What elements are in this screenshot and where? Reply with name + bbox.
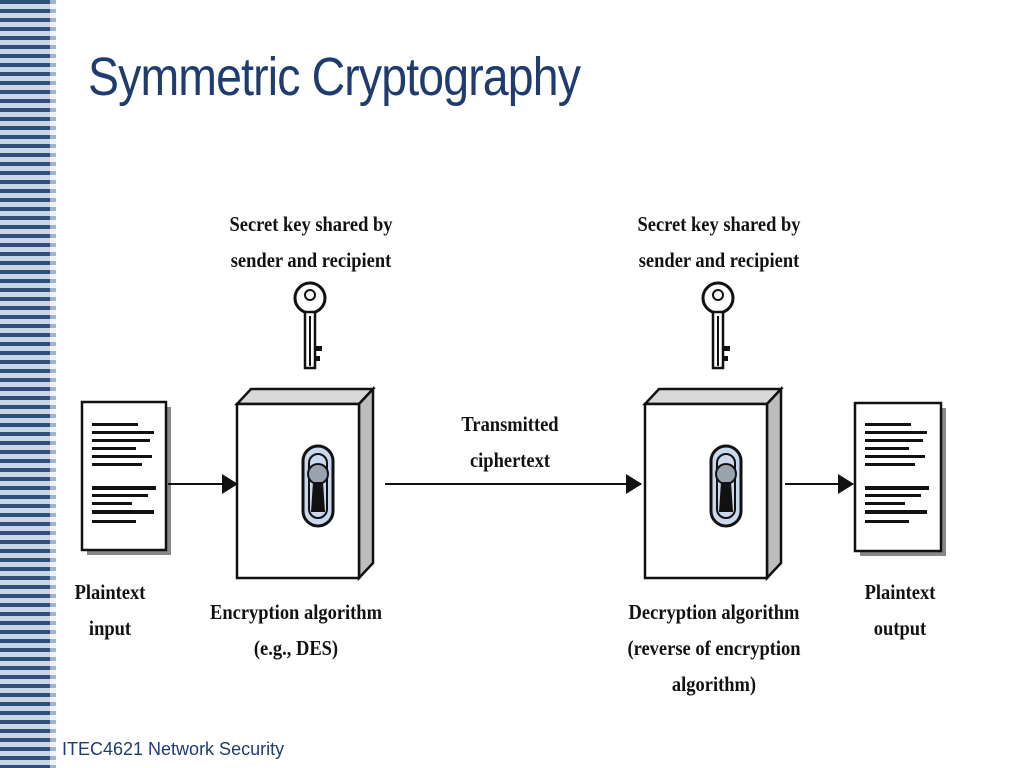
right-key-label: Secret key shared by sender and recipien… [637,212,801,272]
left-key-label: Secret key shared by sender and recipien… [229,212,393,272]
encryption-algorithm-label: Encryption algorithm (e.g., DES) [210,600,382,660]
plaintext-output-label: Plaintext output [864,580,936,640]
plaintext-input-document [80,400,171,555]
slide-title: Symmetric Cryptography [88,47,581,107]
footer-course-name: ITEC4621 Network Security [62,739,285,759]
decryption-keyhole-icon [709,444,743,528]
plaintext-input-label: Plaintext input [74,580,146,640]
left-key-icon [293,281,327,370]
encryption-keyhole-icon [301,444,335,528]
encryption-box [234,385,376,582]
decryption-box [642,385,784,582]
plaintext-output-document [853,401,946,556]
decorative-side-strip [0,0,56,768]
decryption-algorithm-label: Decryption algorithm (reverse of encrypt… [627,600,801,696]
transmitted-ciphertext-label: Transmitted ciphertext [461,412,559,472]
right-key-icon [701,281,735,370]
